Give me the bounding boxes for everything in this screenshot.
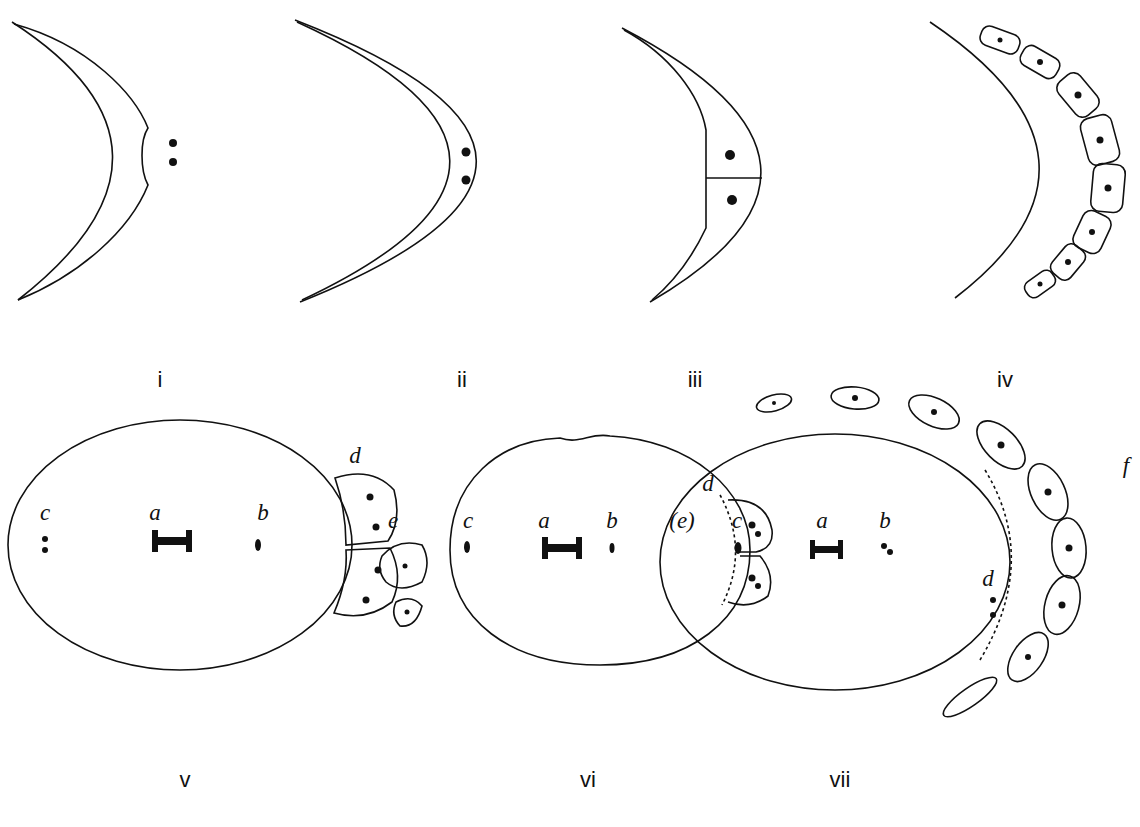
part-letter: f <box>1123 454 1129 477</box>
part-letter: a <box>816 509 828 532</box>
panel-number: vii <box>830 769 851 791</box>
panel-number: iii <box>688 369 703 391</box>
part-letter: c <box>732 509 742 532</box>
part-letter: d <box>702 472 714 495</box>
part-letter: c <box>463 509 473 532</box>
panel-number: v <box>180 769 191 791</box>
panel-number: i <box>158 369 163 391</box>
part-letter: a <box>538 509 550 532</box>
part-letter: d <box>982 567 994 590</box>
part-letter: a <box>149 501 161 524</box>
part-letter: b <box>879 509 891 532</box>
panel-number: iv <box>997 369 1013 391</box>
part-letter: (e) <box>669 509 695 532</box>
panel-number: vi <box>580 769 596 791</box>
panel-number: ii <box>457 369 467 391</box>
part-letter: c <box>40 501 50 524</box>
part-letter: b <box>606 509 618 532</box>
part-letter: d <box>349 444 361 467</box>
part-letter: e <box>388 509 398 532</box>
part-letter: b <box>257 501 269 524</box>
